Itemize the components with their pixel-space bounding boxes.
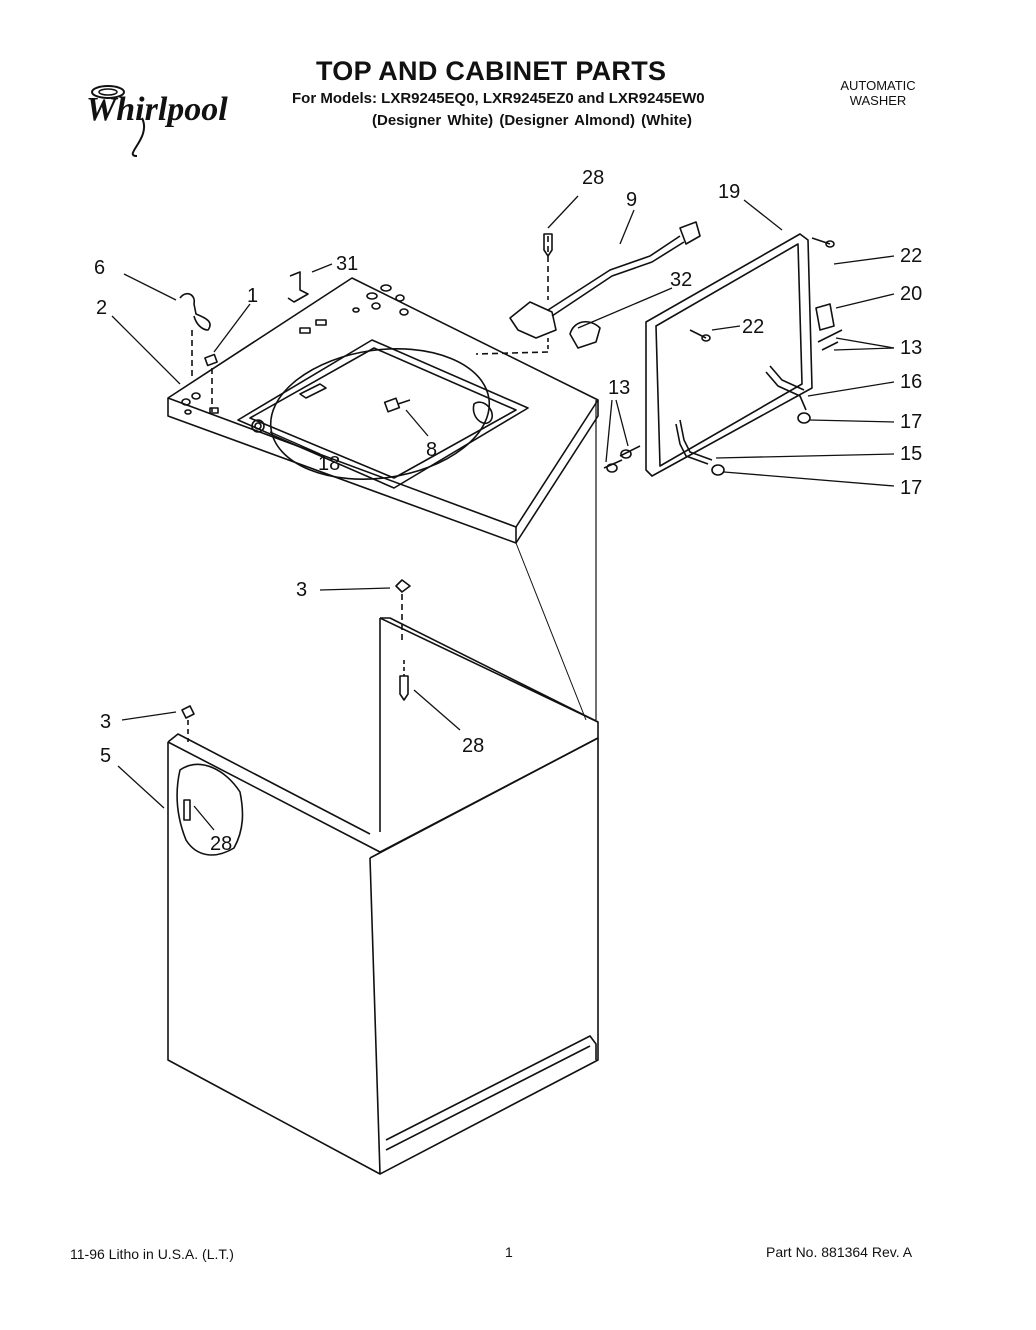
- callout-22: 22: [900, 245, 922, 267]
- callout-8: 8: [426, 439, 437, 461]
- callout-5: 5: [100, 745, 111, 767]
- part-8-screw: [383, 397, 411, 413]
- part-17-nut: [711, 412, 811, 476]
- appliance-type-line1: AUTOMATIC: [840, 78, 916, 93]
- page-title: TOP AND CABINET PARTS: [316, 56, 667, 86]
- part-22-pin: [689, 237, 835, 342]
- appliance-type-line2: WASHER: [849, 93, 907, 108]
- callout-6: 6: [94, 257, 105, 279]
- callout-17: 17: [900, 411, 922, 433]
- callout-22: 22: [742, 316, 764, 338]
- callout-13: 13: [900, 337, 922, 359]
- part-1-clip: [204, 353, 218, 412]
- part-5-cabinet: [167, 400, 599, 1175]
- callout-28: 28: [582, 167, 604, 189]
- callout-15: 15: [900, 443, 922, 465]
- part-3-clip: [181, 579, 411, 742]
- svg-text:Whirlpool: Whirlpool: [86, 91, 228, 128]
- callout-9: 9: [626, 189, 637, 211]
- callout-3: 3: [100, 711, 111, 733]
- part-9-lid-switch: [475, 221, 701, 355]
- part-18-hinge: [251, 419, 265, 433]
- callout-17: 17: [900, 477, 922, 499]
- variants-line: (Designer White) (Designer Almond) (Whit…: [372, 112, 692, 129]
- callout-32: 32: [670, 269, 692, 291]
- part-15-hose: [675, 419, 713, 465]
- part-16-hose: [765, 365, 807, 411]
- callout-19: 19: [718, 181, 740, 203]
- part-32-pad: [569, 321, 601, 349]
- appliance-type: AUTOMATIC WASHER: [832, 78, 924, 108]
- callout-20: 20: [900, 283, 922, 305]
- callout-13: 13: [608, 377, 630, 399]
- part-20-bracket: [815, 303, 835, 331]
- part-19-console-frame: [645, 233, 813, 477]
- callout-18: 18: [318, 453, 340, 475]
- callout-28: 28: [210, 833, 232, 855]
- callout-16: 16: [900, 371, 922, 393]
- callout-31: 31: [336, 253, 358, 275]
- whirlpool-logo: Whirlpool: [86, 85, 228, 157]
- part-number: Part No. 881364 Rev. A: [766, 1244, 913, 1260]
- part-28-screw: [399, 660, 409, 701]
- washer-top-panel: [167, 277, 599, 544]
- models-line: For Models: LXR9245EQ0, LXR9245EZ0 and L…: [292, 90, 705, 107]
- callout-2: 2: [96, 297, 107, 319]
- callout-1: 1: [247, 285, 258, 307]
- part-31-bracket: [287, 271, 309, 303]
- part-6-clip: [179, 292, 211, 380]
- page-number: 1: [505, 1244, 513, 1260]
- callout-3: 3: [296, 579, 307, 601]
- callout-28: 28: [462, 735, 484, 757]
- print-info: 11-96 Litho in U.S.A. (L.T.): [70, 1246, 234, 1262]
- leader-lines: [111, 195, 895, 831]
- part-13-screw: [603, 329, 843, 473]
